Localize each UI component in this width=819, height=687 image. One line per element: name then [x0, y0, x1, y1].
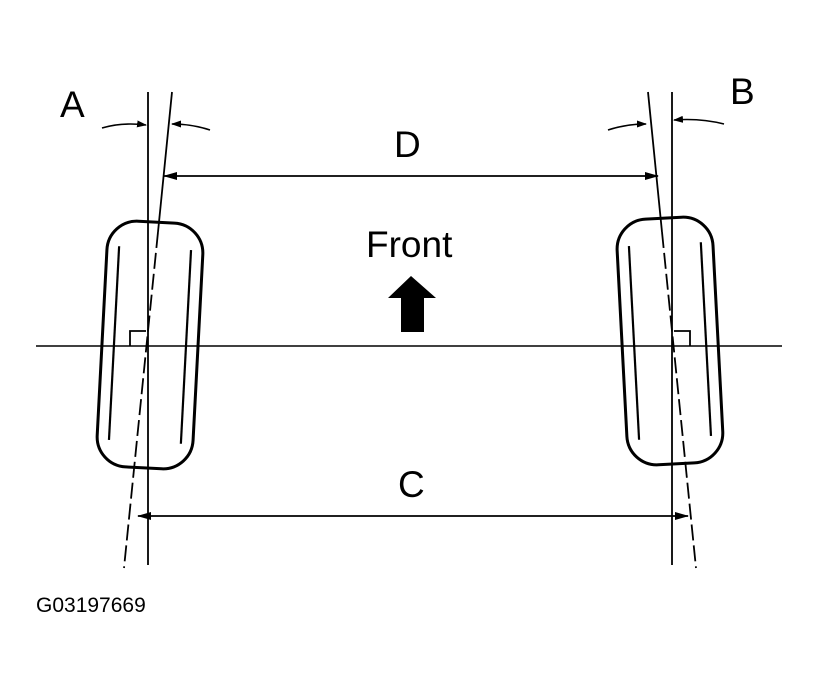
right-wheel — [615, 91, 725, 569]
figure-code: G03197669 — [36, 594, 146, 617]
left-tire — [95, 219, 205, 471]
up-arrow-icon — [388, 276, 436, 332]
label-b: B — [730, 71, 755, 112]
left-wheel-centerline — [157, 91, 173, 233]
right-right-angle-mark — [674, 330, 691, 346]
label-a: A — [60, 84, 85, 125]
label-front: Front — [366, 224, 453, 265]
camber-angle-left — [101, 120, 211, 131]
right-tire — [615, 215, 725, 467]
label-c: C — [398, 464, 425, 505]
label-d: D — [394, 124, 421, 165]
camber-angle-right — [607, 115, 725, 131]
left-right-angle-mark — [129, 330, 146, 346]
left-wheel — [95, 91, 205, 569]
right-wheel-centerline — [647, 91, 663, 233]
